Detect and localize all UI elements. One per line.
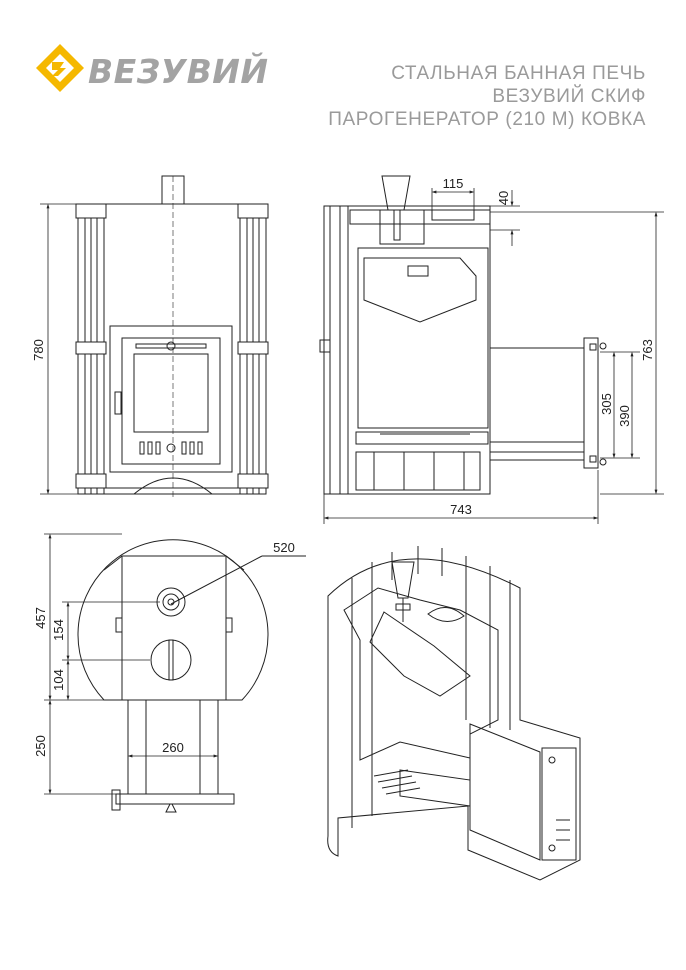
dim-743-label: 743	[450, 502, 472, 517]
top-chimney	[156, 587, 186, 617]
top-view	[77, 539, 306, 813]
dim-40-label: 40	[496, 191, 511, 205]
dim-260-label: 260	[162, 740, 184, 755]
dim-305-label: 305	[599, 393, 614, 415]
dim-780	[40, 203, 78, 495]
top-hearth	[150, 639, 192, 681]
side-dimensions	[323, 188, 664, 524]
front-door-handle	[114, 391, 122, 415]
title-line-1: СТАЛЬНАЯ БАННАЯ ПЕЧЬ	[391, 63, 646, 84]
dim-115-label: 115	[443, 176, 464, 191]
title-line-2: ВЕЗУВИЙ СКИФ	[492, 86, 646, 107]
dim-154-label: 154	[51, 619, 66, 641]
top-dimensions	[44, 533, 219, 795]
front-door	[121, 337, 221, 465]
product-title: СТАЛЬНАЯ БАННАЯ ПЕЧЬ ВЕЗУВИЙ СКИФ ПАРОГЕ…	[328, 62, 646, 131]
front-view	[75, 175, 269, 500]
header: ВЕЗУВИЙ СТАЛЬНАЯ БАННАЯ ПЕЧЬ ВЕЗУВИЙ СКИ…	[0, 0, 686, 140]
dim-780-label: 780	[31, 339, 46, 361]
dim-520-label: 520	[273, 540, 295, 555]
vezuviy-logo-icon	[36, 44, 84, 92]
front-door-glass	[133, 353, 209, 433]
dim-250-label: 250	[33, 735, 48, 757]
brand-name: ВЕЗУВИЙ	[88, 52, 269, 91]
dim-763-label: 763	[640, 339, 655, 361]
dim-390-label: 390	[617, 405, 632, 427]
side-door	[583, 337, 599, 469]
front-ash-slots	[139, 441, 203, 455]
top-outline	[77, 539, 269, 701]
title-line-3: ПАРОГЕНЕРАТОР (210 М) КОВКА	[328, 109, 646, 130]
side-body	[329, 205, 491, 495]
side-view	[319, 175, 607, 495]
side-tunnel	[489, 347, 585, 461]
dim-457-label: 457	[33, 607, 48, 629]
isometric-cutaway-view	[327, 546, 581, 881]
iso-grate	[373, 769, 421, 795]
front-door-frame	[109, 325, 233, 473]
dim-104-label: 104	[51, 669, 66, 691]
